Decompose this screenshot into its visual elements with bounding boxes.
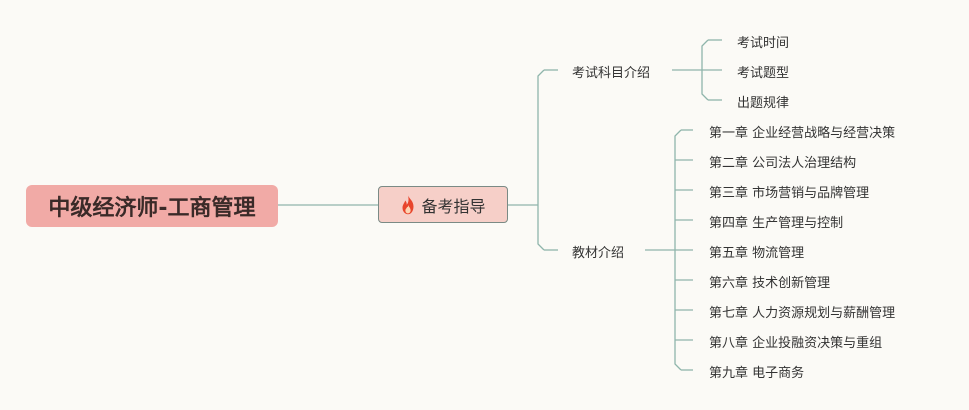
leaf-exam-time[interactable]: 考试时间 bbox=[737, 32, 789, 51]
leaf-question-patterns[interactable]: 出题规律 bbox=[737, 92, 789, 111]
leaf-label: 第四章 生产管理与控制 bbox=[709, 216, 844, 231]
root-node[interactable]: 中级经济师-工商管理 bbox=[26, 185, 278, 227]
subtopic-label: 教材介绍 bbox=[572, 246, 625, 261]
leaf-label: 第九章 电子商务 bbox=[709, 366, 805, 381]
leaf-chapter-9[interactable]: 第九章 电子商务 bbox=[709, 362, 804, 381]
leaf-label: 第一章 企业经营战略与经营决策 bbox=[709, 126, 896, 141]
leaf-chapter-5[interactable]: 第五章 物流管理 bbox=[709, 242, 804, 261]
leaf-chapter-2[interactable]: 第二章 公司法人治理结构 bbox=[709, 152, 856, 171]
subtopic-textbook-intro[interactable]: 教材介绍 bbox=[572, 242, 624, 261]
fire-icon bbox=[402, 195, 414, 214]
leaf-chapter-4[interactable]: 第四章 生产管理与控制 bbox=[709, 212, 843, 231]
leaf-chapter-6[interactable]: 第六章 技术创新管理 bbox=[709, 272, 830, 291]
leaf-label: 第三章 市场营销与品牌管理 bbox=[709, 186, 870, 201]
leaf-label: 第六章 技术创新管理 bbox=[709, 276, 831, 291]
leaf-label: 考试时间 bbox=[737, 36, 790, 51]
leaf-chapter-7[interactable]: 第七章 人力资源规划与薪酬管理 bbox=[709, 302, 895, 321]
leaf-label: 第八章 企业投融资决策与重组 bbox=[709, 336, 883, 351]
branch-node-exam-guide[interactable]: 备考指导 bbox=[378, 186, 508, 223]
leaf-chapter-1[interactable]: 第一章 企业经营战略与经营决策 bbox=[709, 122, 895, 141]
leaf-label: 考试题型 bbox=[737, 66, 790, 81]
leaf-chapter-3[interactable]: 第三章 市场营销与品牌管理 bbox=[709, 182, 869, 201]
leaf-label: 第五章 物流管理 bbox=[709, 246, 805, 261]
branch-label: 备考指导 bbox=[421, 196, 486, 216]
leaf-label: 出题规律 bbox=[737, 96, 790, 111]
leaf-chapter-8[interactable]: 第八章 企业投融资决策与重组 bbox=[709, 332, 882, 351]
subtopic-label: 考试科目介绍 bbox=[572, 66, 651, 81]
leaf-exam-question-types[interactable]: 考试题型 bbox=[737, 62, 789, 81]
leaf-label: 第二章 公司法人治理结构 bbox=[709, 156, 857, 171]
subtopic-exam-subject-intro[interactable]: 考试科目介绍 bbox=[572, 62, 650, 81]
connector-trunk bbox=[537, 69, 545, 251]
root-label: 中级经济师-工商管理 bbox=[48, 196, 256, 221]
leaf-label: 第七章 人力资源规划与薪酬管理 bbox=[709, 306, 896, 321]
